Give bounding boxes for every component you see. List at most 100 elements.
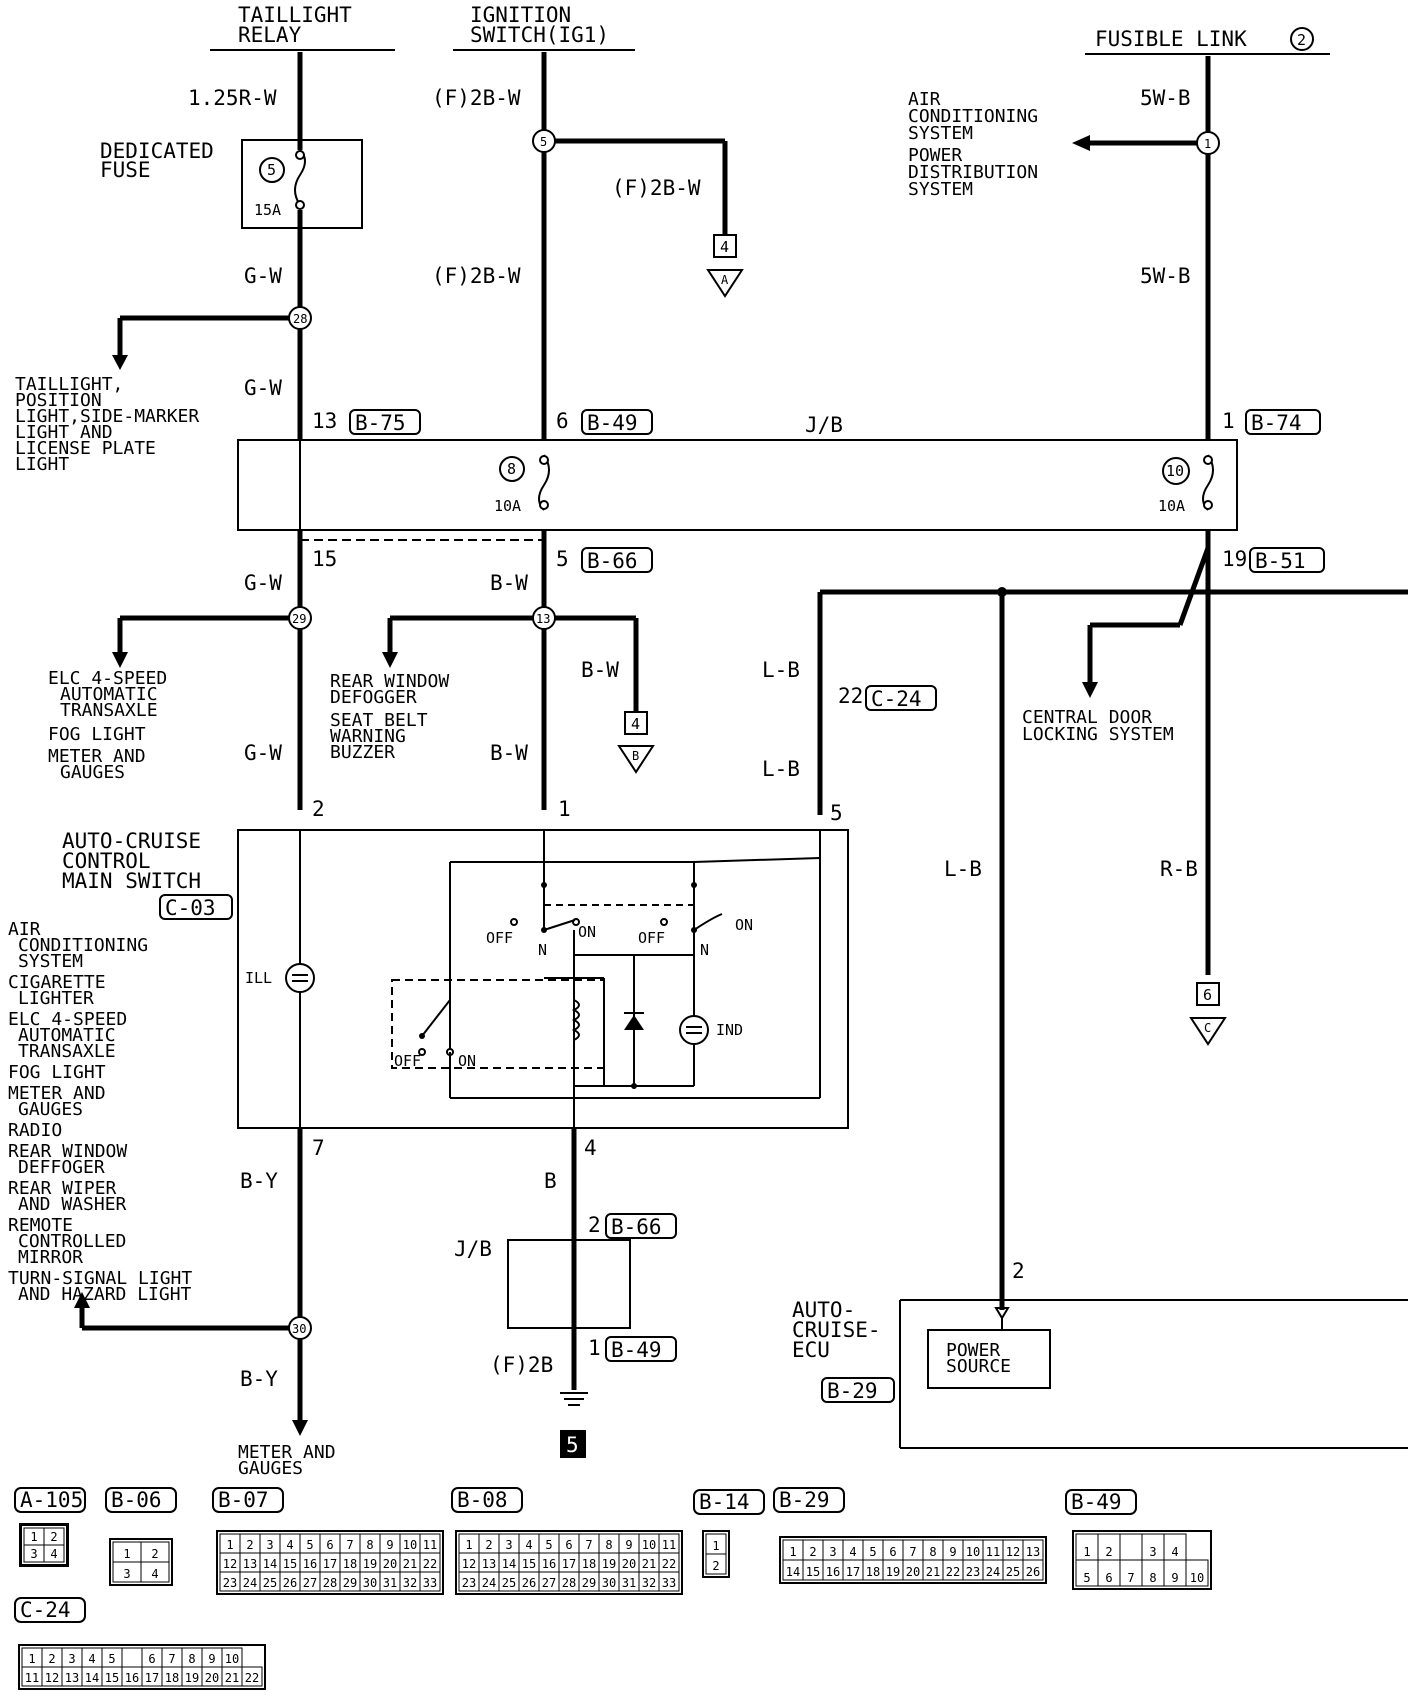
connector-id-b08: B-08 (451, 1487, 523, 1513)
svg-text:(F)2B: (F)2B (490, 1353, 553, 1377)
svg-text:SYSTEM: SYSTEM (908, 179, 973, 200)
svg-text:DEFOGGER: DEFOGGER (330, 687, 417, 708)
svg-text:OFF: OFF (486, 929, 513, 947)
svg-text:CONTROLLED: CONTROLLED (18, 1231, 126, 1252)
svg-text:FOG LIGHT: FOG LIGHT (48, 724, 146, 745)
switch-left-destinations: AIR CONDITIONING SYSTEM CIGARETTE LIGHTE… (8, 919, 192, 1305)
svg-text:SYSTEM: SYSTEM (908, 123, 973, 144)
connector-pin: 22 (423, 1557, 437, 1571)
connector-pin: 12 (45, 1671, 59, 1685)
svg-text:2: 2 (588, 1213, 601, 1237)
svg-text:OFF: OFF (638, 929, 665, 947)
auto-cruise-main-switch: AUTO-CRUISE CONTROL MAIN SWITCH C-03 2 1… (62, 797, 849, 1160)
offpage-connector-b: 4 B (617, 711, 655, 774)
connector-pin: 24 (482, 1576, 496, 1590)
svg-text:REAR WINDOW: REAR WINDOW (330, 671, 449, 692)
connector-id-label: B-06 (111, 1488, 162, 1512)
connector-pin: 12 (462, 1557, 476, 1571)
connector-id-b06: B-06 (105, 1487, 177, 1513)
connector-pin: 5 (545, 1538, 552, 1552)
svg-text:10: 10 (1166, 462, 1184, 480)
connector-pin: 20 (622, 1557, 636, 1571)
svg-text:B-Y: B-Y (240, 1367, 278, 1391)
connector-pin: 30 (363, 1576, 377, 1590)
svg-text:G-W: G-W (244, 264, 282, 288)
svg-text:A: A (721, 273, 729, 287)
svg-text:L-B: L-B (762, 757, 800, 781)
svg-text:REAR WIPER: REAR WIPER (8, 1178, 117, 1199)
connector-pin: 5 (108, 1652, 115, 1666)
svg-text:TRANSAXLE: TRANSAXLE (60, 700, 158, 721)
connector-pin: 21 (642, 1557, 656, 1571)
svg-text:C-03: C-03 (165, 896, 216, 920)
connector-pin: 1 (123, 1547, 130, 1561)
connector-pin: 17 (145, 1671, 159, 1685)
connector-pin: 4 (525, 1538, 532, 1552)
connector-pin: 9 (208, 1652, 215, 1666)
svg-text:ON: ON (578, 923, 596, 941)
connector-pin: 1 (28, 1652, 35, 1666)
svg-text:ON: ON (458, 1052, 476, 1070)
svg-text:5W-B: 5W-B (1140, 86, 1191, 110)
connector-pin: 8 (929, 1545, 936, 1559)
svg-text:SOURCE: SOURCE (946, 1356, 1011, 1377)
connector-pin: 3 (266, 1538, 273, 1552)
svg-text:L-B: L-B (762, 658, 800, 682)
connector-pin: 22 (245, 1671, 259, 1685)
connector-pin: 24 (243, 1576, 257, 1590)
connector-pin: 4 (849, 1545, 856, 1559)
connector-pin: 1 (1083, 1545, 1090, 1559)
svg-text:SYSTEM: SYSTEM (18, 951, 83, 972)
svg-text:1: 1 (1222, 409, 1235, 433)
svg-text:5W-B: 5W-B (1140, 264, 1191, 288)
connector-pin: 16 (125, 1671, 139, 1685)
connector-pin: 7 (1127, 1571, 1134, 1585)
svg-text:2: 2 (1297, 31, 1306, 49)
svg-text:DEFFOGER: DEFFOGER (18, 1157, 105, 1178)
svg-text:5: 5 (566, 1433, 579, 1457)
svg-text:B: B (544, 1169, 557, 1193)
svg-text:28: 28 (293, 312, 307, 326)
connector-pin: 11 (423, 1538, 437, 1552)
connector-pin: 3 (505, 1538, 512, 1552)
connector-pin: 12 (223, 1557, 237, 1571)
svg-text:REMOTE: REMOTE (8, 1215, 73, 1236)
connector-pin: 23 (966, 1565, 980, 1579)
svg-text:30: 30 (292, 1322, 306, 1336)
connector-pin: 3 (30, 1547, 37, 1561)
connector-id-label: A-105 (20, 1488, 83, 1512)
connector-pin: 9 (625, 1538, 632, 1552)
connector-pin: 17 (846, 1565, 860, 1579)
svg-text:ON: ON (735, 916, 753, 934)
connector-pin: 6 (326, 1538, 333, 1552)
connector-pin: 19 (886, 1565, 900, 1579)
connector-pin: 29 (582, 1576, 596, 1590)
svg-text:5: 5 (540, 135, 547, 149)
svg-text:B-W: B-W (490, 741, 528, 765)
svg-text:METER AND: METER AND (238, 1442, 336, 1463)
relay-coil-symbol (571, 999, 580, 1041)
connector-pin: 21 (403, 1557, 417, 1571)
svg-text:CRUISE-: CRUISE- (792, 1318, 881, 1342)
connector-pin: 5 (1083, 1571, 1090, 1585)
connector-pin: 33 (662, 1576, 676, 1590)
svg-text:LIGHT,SIDE-MARKER: LIGHT,SIDE-MARKER (15, 406, 199, 427)
svg-text:5: 5 (267, 161, 276, 179)
connector-pin: 29 (343, 1576, 357, 1590)
svg-text:METER AND: METER AND (48, 746, 146, 767)
connector-pin: 1 (712, 1539, 719, 1553)
svg-text:13: 13 (312, 409, 337, 433)
svg-text:OFF: OFF (394, 1052, 421, 1070)
svg-text:CONDITIONING: CONDITIONING (18, 935, 148, 956)
connector-pin: 15 (806, 1565, 820, 1579)
svg-text:15: 15 (312, 547, 337, 571)
svg-text:29: 29 (292, 612, 306, 626)
connector-pin: 24 (986, 1565, 1000, 1579)
svg-text:10A: 10A (494, 497, 521, 515)
auto-cruise-ecu: 2 AUTO- CRUISE- ECU B-29 POWER SOURCE (792, 1259, 1408, 1449)
